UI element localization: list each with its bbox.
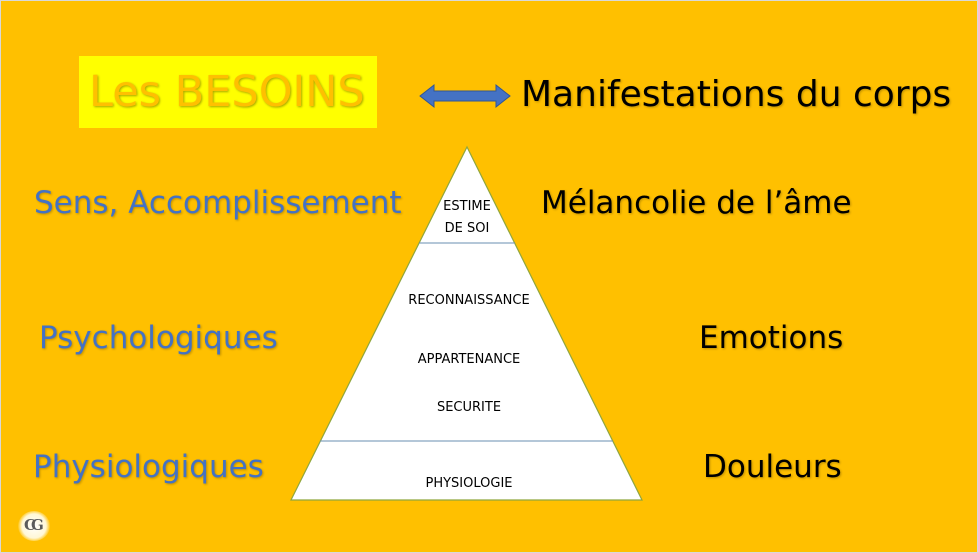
label-douleurs: Douleurs <box>703 449 842 485</box>
label-sens-accomplissement: Sens, Accomplissement <box>34 185 402 221</box>
header-manifestations: Manifestations du corps <box>521 74 952 115</box>
pyramid-label-de-soi: DE SOI <box>444 221 490 236</box>
label-psychologiques: Psychologiques <box>39 320 278 356</box>
label-melancolie: Mélancolie de l’âme <box>541 185 852 221</box>
pyramid-triangle <box>290 145 643 501</box>
title-box <box>79 56 377 128</box>
cg-logo-icon: CG <box>18 511 50 541</box>
pyramid-label-securite: SECURITE <box>436 400 502 415</box>
title-text: Les BESOINS <box>89 67 365 117</box>
pyramid-label-physiologie: PHYSIOLOGIE <box>425 476 513 491</box>
label-emotions: Emotions <box>699 320 844 356</box>
double-arrow-icon <box>419 83 511 109</box>
logo-text: CG <box>24 516 44 534</box>
pyramid-label-appartenance: APPARTENANCE <box>417 352 521 367</box>
pyramid-label-reconnaissance: RECONNAISSANCE <box>408 293 530 308</box>
pyramid-label-estime: ESTIME <box>443 199 491 214</box>
label-physiologiques: Physiologiques <box>33 449 264 485</box>
